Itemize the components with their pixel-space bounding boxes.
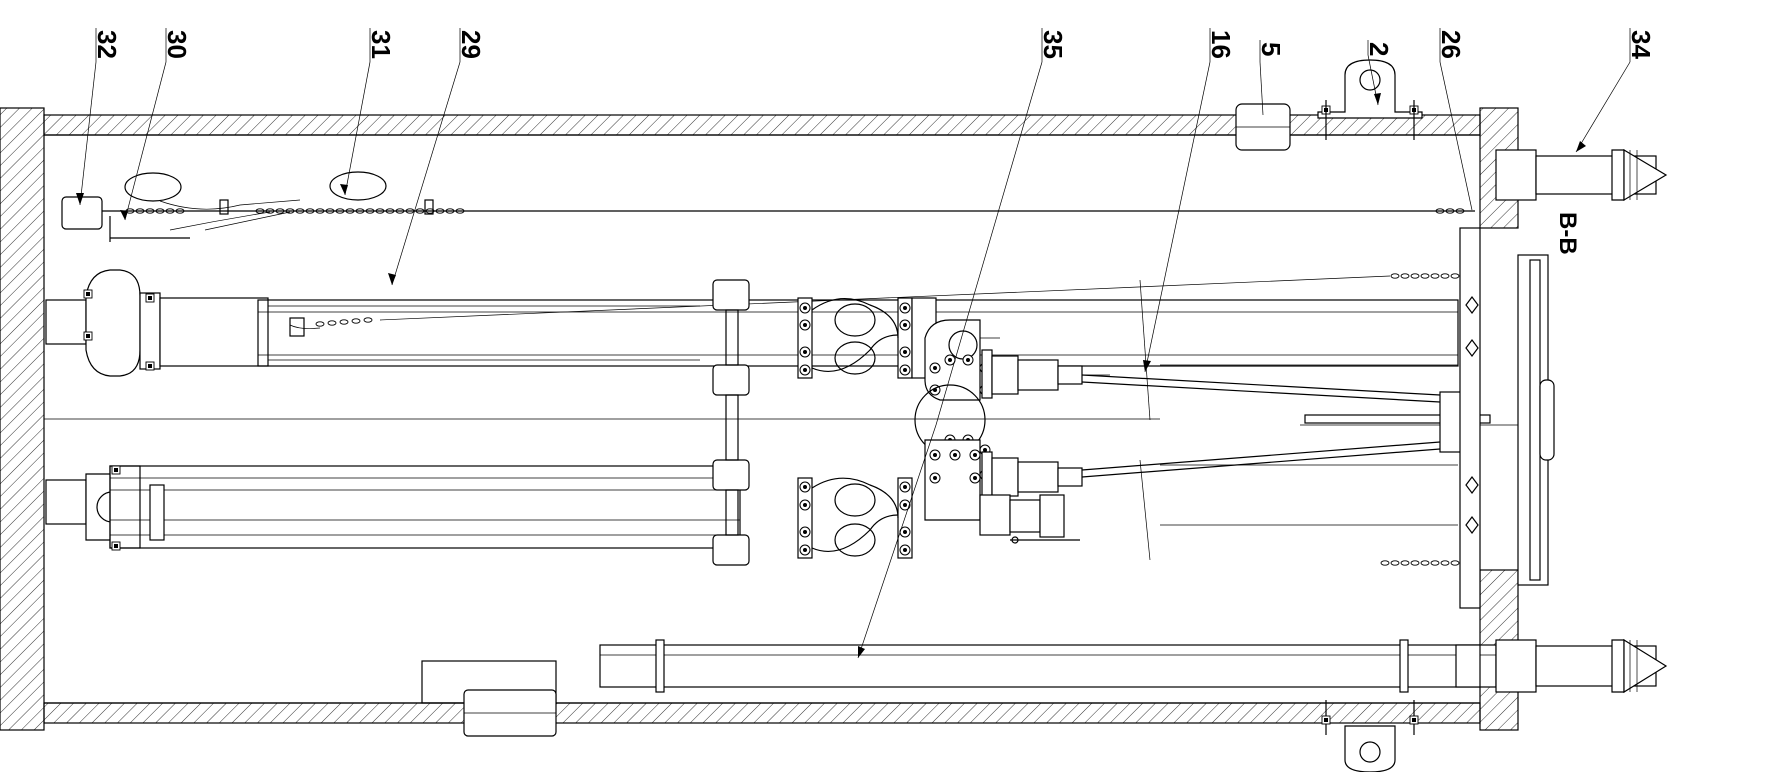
callout-32: 32: [92, 30, 122, 59]
guide-rail-bracket: [712, 279, 750, 566]
leader-lines: [76, 28, 1631, 659]
callout-31: 31: [366, 30, 396, 59]
float-switch-box: [61, 196, 103, 230]
discharge-pipes: [1081, 374, 1520, 478]
callout-29: 29: [456, 30, 486, 59]
float-switch-assembly: [61, 171, 1475, 242]
valve-tee-lower: [914, 384, 1083, 544]
lifting-lug-top: [1317, 59, 1423, 119]
outlet-pipe-lower: [599, 638, 1668, 694]
float-ball-left: [124, 172, 182, 202]
section-label-bb: B-B: [1554, 212, 1581, 255]
callout-34: 34: [1626, 30, 1656, 59]
callout-16: 16: [1206, 30, 1236, 59]
lower-pump-assembly: [45, 465, 741, 551]
outlet-pipe-upper: [1495, 148, 1668, 202]
lifting-lug-bottom: [1344, 725, 1396, 772]
rail-pipes: [1139, 279, 1458, 561]
callout-labels: 32 30 31 29 35 16 5 2 26 34 B-B: [92, 30, 1656, 255]
access-hatch: [1380, 227, 1555, 609]
callout-26: 26: [1436, 30, 1466, 59]
lower-flange-group: [797, 477, 913, 559]
bottom-wall: [43, 702, 1481, 724]
valve-tee-upper: [924, 319, 1110, 401]
pump-motor-lower: [45, 479, 87, 525]
callout-35: 35: [1038, 30, 1068, 59]
callout-5: 5: [1256, 42, 1286, 56]
pump-motor-upper: [45, 299, 87, 345]
callout-2: 2: [1364, 42, 1394, 56]
upper-pump-assembly: [45, 269, 1470, 377]
float-ball-right: [329, 171, 387, 201]
guide-chain-lower: [1380, 560, 1460, 566]
top-fixtures: [421, 59, 1423, 772]
callout-30: 30: [162, 30, 192, 59]
left-wall: [0, 107, 45, 731]
pump-volute-upper: [85, 269, 141, 377]
